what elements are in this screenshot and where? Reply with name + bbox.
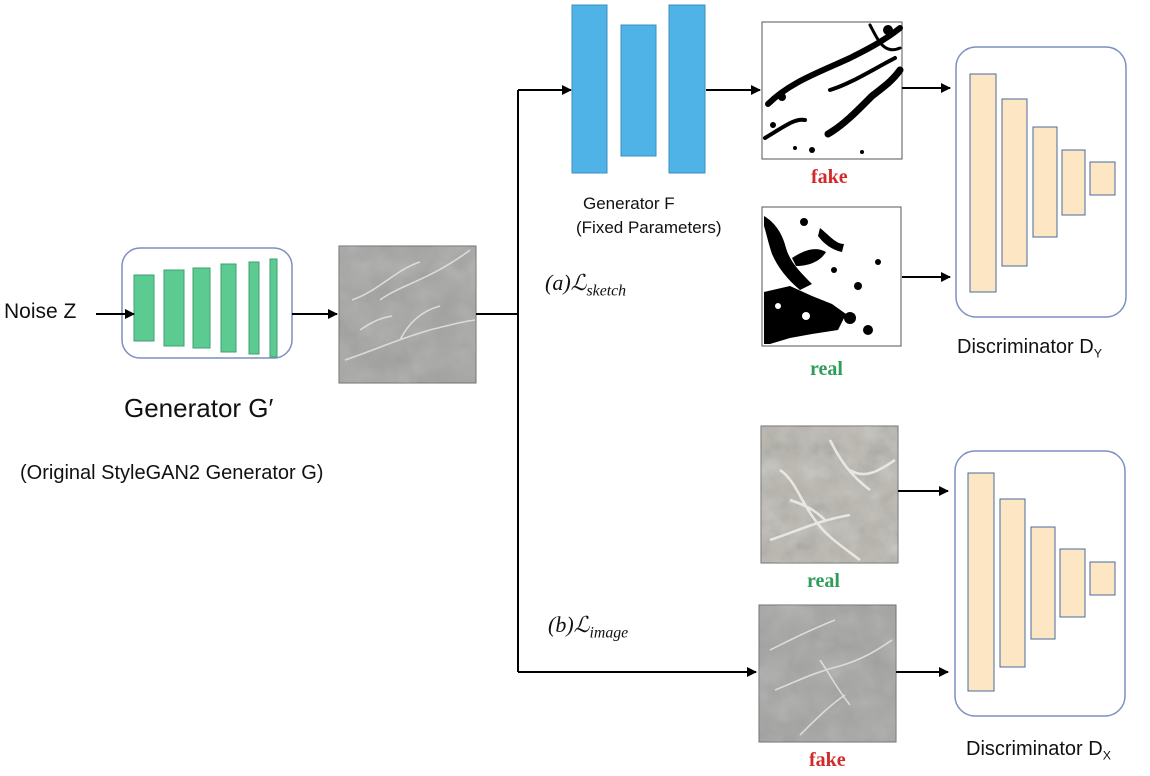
real-texture-image <box>760 425 899 564</box>
image-fake-label: fake <box>809 749 846 771</box>
generator-f-title: Generator F <box>583 194 675 213</box>
discriminator-y-text: Discriminator D <box>957 336 1094 358</box>
loss-sketch-label: (a)ℒsketch <box>545 270 626 301</box>
discriminator-y-layer <box>1061 149 1086 216</box>
generator-g-layer <box>269 258 278 358</box>
generator-g-subtitle: (Original StyleGAN2 Generator G) <box>20 462 324 484</box>
fake-texture-image <box>758 604 897 743</box>
discriminator-x-layer <box>1089 561 1116 596</box>
generator-g-layers <box>133 258 278 358</box>
loss-sketch-subscript: sketch <box>586 282 627 300</box>
generator-g-layer <box>163 269 185 347</box>
discriminator-x-label: Discriminator DX <box>966 738 1111 762</box>
discriminator-x-layer <box>999 498 1026 668</box>
generator-f-decoder <box>668 4 706 174</box>
discriminator-x-layers <box>967 472 1116 692</box>
discriminator-x-text: Discriminator D <box>966 738 1103 760</box>
loss-image-symbol: ℒ <box>573 612 590 637</box>
discriminator-y-subscript: Y <box>1093 346 1102 361</box>
image-real-label: real <box>807 570 840 592</box>
discriminator-y-layers <box>969 73 1116 293</box>
noise-label: Noise Z <box>4 300 77 323</box>
generator-g-layer <box>220 263 237 353</box>
generator-g-layer <box>248 261 260 355</box>
discriminator-x-subscript: X <box>1102 748 1111 763</box>
discriminator-x-layer <box>967 472 995 692</box>
generator-f-subtitle: (Fixed Parameters) <box>576 218 722 237</box>
loss-sketch-symbol: ℒ <box>570 270 587 295</box>
loss-sketch-prefix: (a) <box>545 270 571 295</box>
discriminator-y-layer <box>1032 126 1058 238</box>
real-sketch-image <box>761 206 902 347</box>
fake-sketch-image <box>761 21 904 160</box>
loss-image-label: (b)ℒimage <box>548 612 628 643</box>
generator-g-title: Generator G′ <box>124 393 274 423</box>
loss-image-prefix: (b) <box>548 612 574 637</box>
discriminator-y-label: Discriminator DY <box>957 336 1102 360</box>
discriminator-y-layer <box>1001 98 1028 267</box>
loss-image-subscript: image <box>589 624 629 642</box>
sketch-fake-label: fake <box>811 166 848 188</box>
discriminator-x-layer <box>1059 548 1086 618</box>
generated-marble-image <box>338 245 477 384</box>
discriminator-y-layer <box>969 73 997 293</box>
sketch-real-label: real <box>810 358 843 380</box>
generator-f-bottleneck <box>620 24 657 157</box>
generator-g-layer <box>133 274 155 342</box>
discriminator-x-layer <box>1030 526 1056 640</box>
discriminator-y-layer <box>1089 161 1116 196</box>
generator-f-layers <box>571 4 706 174</box>
generator-f-encoder <box>571 4 608 174</box>
generator-g-layer <box>192 267 211 349</box>
